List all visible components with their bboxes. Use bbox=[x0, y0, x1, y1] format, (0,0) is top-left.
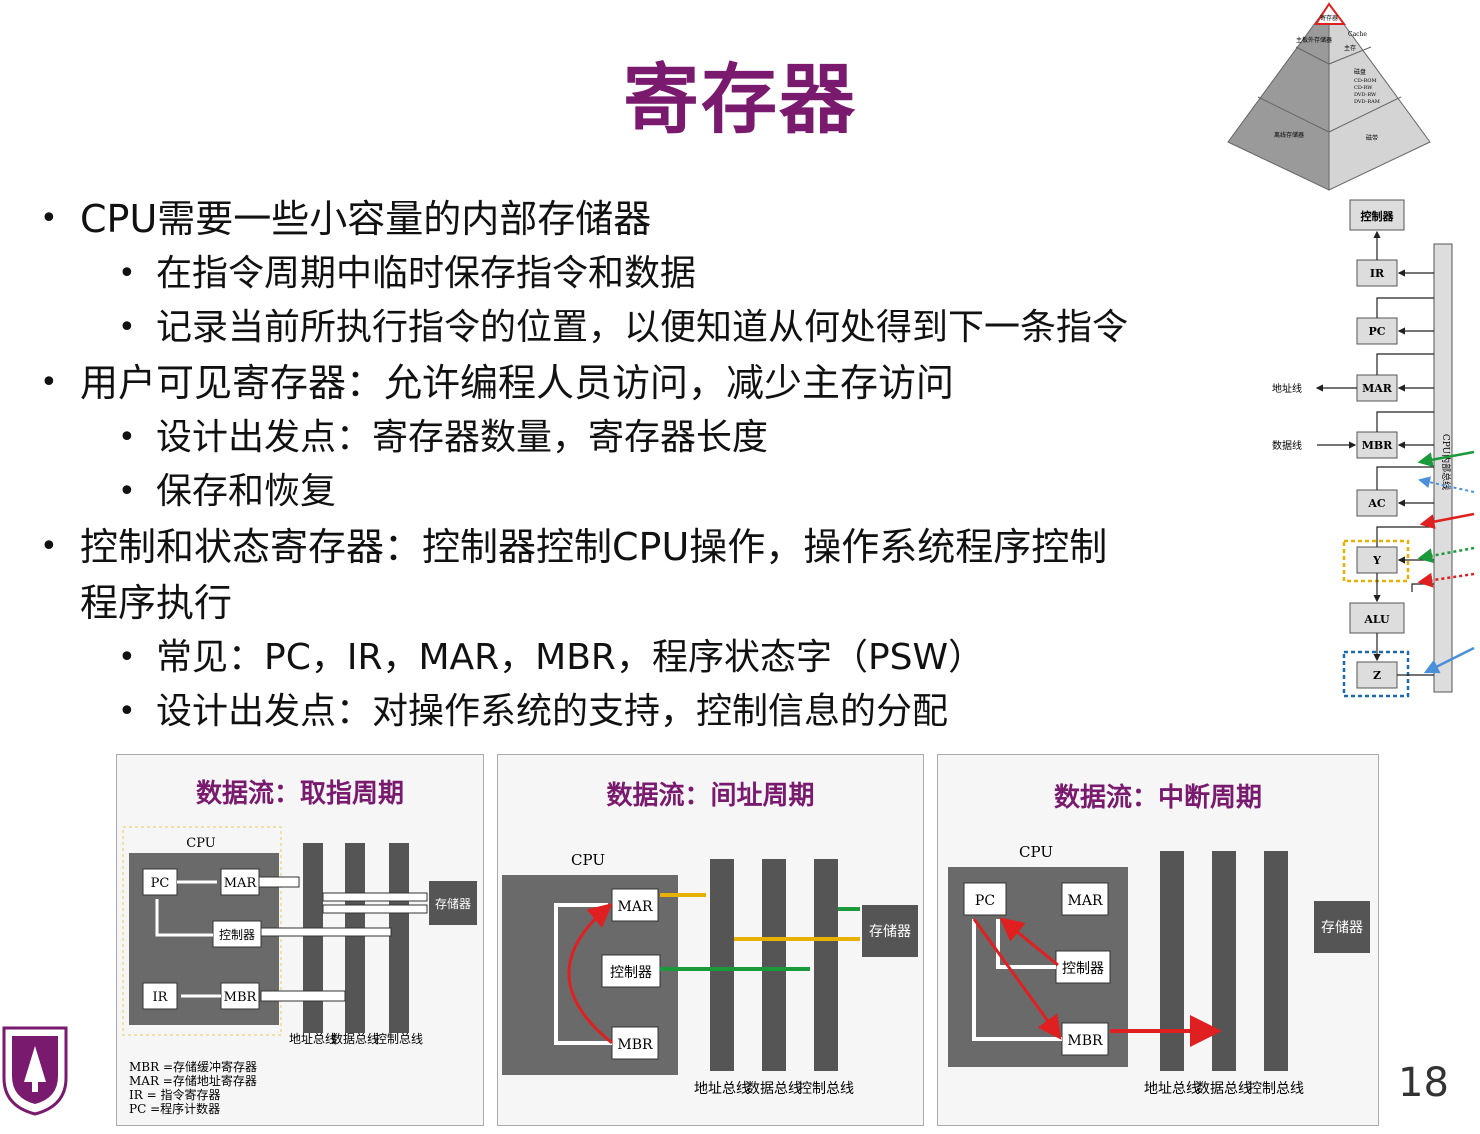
panel-title: 数据流：中断周期 bbox=[1053, 783, 1262, 813]
pyramid-label: DVD-RW bbox=[1354, 92, 1377, 98]
data-line-label: 数据线 bbox=[1272, 439, 1302, 452]
reg-label: 控制器 bbox=[1062, 961, 1104, 977]
panel-interrupt-cycle: 数据流：中断周期 CPU PC MAR 控制器 MBR 存储器 地址总线 数据总… bbox=[937, 754, 1379, 1126]
pyramid-label: CD-RW bbox=[1354, 85, 1373, 91]
cpu-label: CPU bbox=[1019, 843, 1053, 861]
bullet-level2: •设计出发点：寄存器数量，寄存器长度 bbox=[118, 417, 769, 458]
bullet-level1: •用户可见寄存器：允许编程人员访问，减少主存访问 bbox=[40, 361, 955, 405]
memory-label: 存储器 bbox=[1321, 920, 1363, 936]
bullet-level2: •记录当前所执行指令的位置，以便知道从何处得到下一条指令 bbox=[118, 307, 1129, 348]
memory-hierarchy-pyramid: 寄存器 Cache 主存 主板外存储器 磁盘 CD-ROM CD-RW DVD-… bbox=[1227, 2, 1431, 191]
bus-label: 控制总线 bbox=[798, 1081, 854, 1097]
green-arrow bbox=[1417, 450, 1475, 468]
panel-fetch-cycle: 数据流：取指周期 CPU PC MAR 控制器 IR MBR 存储器 地址总线 … bbox=[116, 754, 484, 1126]
reg-label: MBR bbox=[224, 990, 258, 1005]
y-block bbox=[1356, 546, 1398, 574]
panel-title: 数据流：取指周期 bbox=[195, 779, 404, 809]
pyramid-label: 磁盘 bbox=[1354, 68, 1366, 76]
bus-label: CPU内部总线 bbox=[1440, 434, 1452, 490]
bus-label: 地址总线 bbox=[289, 1032, 337, 1046]
memory-label: 存储器 bbox=[869, 924, 911, 940]
z-highlight bbox=[1342, 650, 1410, 698]
block-label: 控制器 bbox=[1361, 209, 1395, 223]
memory-label: 存储器 bbox=[435, 896, 471, 911]
bus-label: 控制总线 bbox=[1248, 1081, 1304, 1097]
block-label: PC bbox=[1368, 325, 1385, 338]
pyramid-label: 主存 bbox=[1344, 44, 1356, 52]
mbr-block bbox=[1356, 431, 1398, 459]
reg-label: PC bbox=[975, 893, 995, 909]
bullet-level1: •CPU需要一些小容量的内部存储器 bbox=[40, 197, 652, 241]
address-line-label: 地址线 bbox=[1272, 382, 1302, 395]
bullet-level2: •设计出发点：对操作系统的支持，控制信息的分配 bbox=[118, 691, 949, 732]
bus-label: 控制总线 bbox=[375, 1032, 423, 1046]
reg-label: 控制器 bbox=[610, 965, 652, 981]
reg-label: MAR bbox=[618, 899, 653, 915]
bus-label: 地址总线 bbox=[1144, 1081, 1200, 1097]
reg-label: MAR bbox=[224, 876, 258, 891]
block-label: Z bbox=[1373, 669, 1381, 682]
bullet-level2: •常见：PC，IR，MAR，MBR，程序状态字（PSW） bbox=[118, 637, 985, 678]
panel-title: 数据流：间址周期 bbox=[606, 781, 815, 811]
red-arrow bbox=[1419, 512, 1475, 530]
z-block bbox=[1356, 661, 1398, 689]
panel-indirect-cycle: 数据流：间址周期 CPU MAR 控制器 MBR 存储器 地址总线 数据总线 控… bbox=[497, 754, 924, 1126]
pyramid-label: 磁带 bbox=[1366, 134, 1378, 142]
reg-label: PC bbox=[151, 876, 170, 891]
pyramid-label: 主板外存储器 bbox=[1296, 36, 1332, 44]
blue-arrow bbox=[1423, 646, 1475, 674]
bullet-level1: •控制和状态寄存器：控制器控制CPU操作，操作系统程序控制 bbox=[40, 525, 1108, 569]
bus-label: 数据总线 bbox=[746, 1081, 802, 1097]
reg-label: IR bbox=[153, 990, 169, 1005]
legend-line: MBR =存储缓冲寄存器 bbox=[129, 1059, 257, 1074]
pyramid-label: DVD-RAM bbox=[1354, 99, 1380, 105]
reg-label: MBR bbox=[1067, 1033, 1103, 1049]
cpu-label: CPU bbox=[186, 836, 215, 851]
block-label: MAR bbox=[1362, 382, 1393, 395]
legend-line: PC =程序计数器 bbox=[129, 1101, 220, 1116]
cpu-internal-bus-diagram: CPU内部总线 控制器 IR PC MAR MBR AC Y ALU Z bbox=[1272, 199, 1475, 698]
ac-block bbox=[1356, 489, 1398, 517]
page-number: 18 bbox=[1398, 1060, 1449, 1106]
bullet-level1-continuation: 程序执行 bbox=[80, 581, 233, 625]
pyramid-label: 离线存储器 bbox=[1274, 131, 1304, 139]
block-label: MBR bbox=[1362, 439, 1393, 452]
pyramid-label: Cache bbox=[1348, 31, 1367, 38]
controller-block bbox=[1349, 199, 1405, 231]
reg-label: MBR bbox=[617, 1037, 653, 1053]
reg-label: 控制器 bbox=[219, 928, 255, 942]
bullet-level2: •在指令周期中临时保存指令和数据 bbox=[118, 253, 697, 294]
pyramid-label: 寄存器 bbox=[1320, 14, 1338, 22]
bus-label: 地址总线 bbox=[694, 1081, 750, 1097]
legend-line: IR = 指令寄存器 bbox=[129, 1087, 220, 1102]
block-label: AC bbox=[1367, 497, 1386, 510]
y-highlight bbox=[1342, 539, 1410, 583]
pyramid-label: CD-ROM bbox=[1354, 78, 1377, 84]
block-label: Y bbox=[1372, 554, 1381, 567]
slide-title: 寄存器 bbox=[623, 55, 857, 144]
block-label: ALU bbox=[1363, 613, 1390, 626]
block-label: IR bbox=[1370, 267, 1385, 280]
reg-label: MAR bbox=[1068, 893, 1103, 909]
bullet-level2: •保存和恢复 bbox=[118, 471, 337, 512]
cpu-label: CPU bbox=[571, 851, 605, 869]
legend-line: MAR =存储地址寄存器 bbox=[129, 1073, 257, 1088]
bus-label: 数据总线 bbox=[331, 1031, 379, 1046]
bus-label: 数据总线 bbox=[1196, 1081, 1252, 1097]
university-logo bbox=[2, 1026, 68, 1116]
